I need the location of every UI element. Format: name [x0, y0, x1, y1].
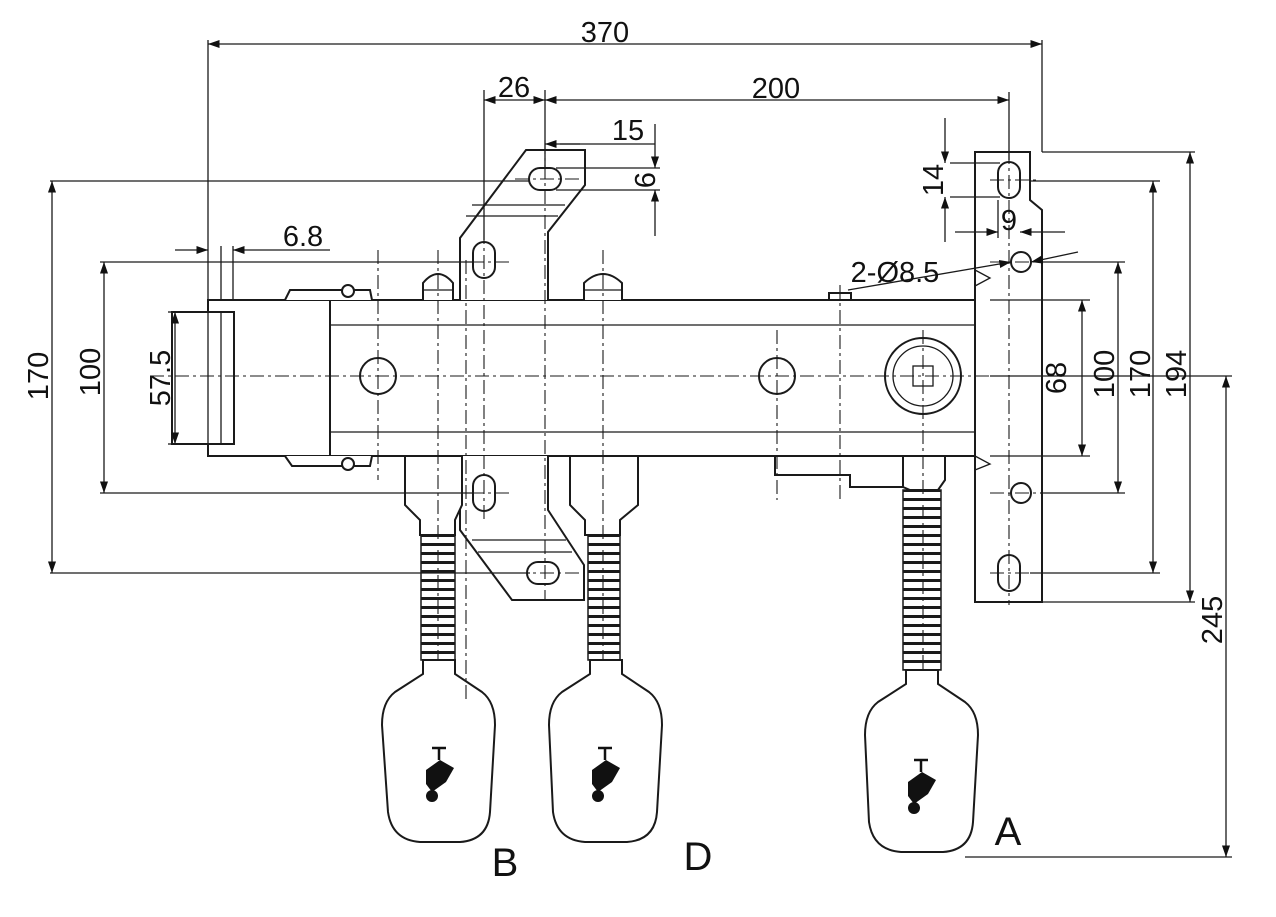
pedal-labels: A B D: [492, 810, 1022, 885]
pedal-d: [547, 455, 664, 843]
label-pedal-a: A: [995, 810, 1022, 854]
dim-right-height-100: 100: [1089, 350, 1121, 398]
dim-mounting-holes: 2-Ø8.5: [851, 257, 940, 289]
center-lines: [150, 140, 1070, 700]
main-beam: [329, 299, 991, 457]
pedal-b: [380, 455, 497, 843]
dim-plate-thickness: 6.8: [283, 221, 323, 253]
label-pedal-b: B: [492, 841, 519, 885]
pedal-a-logo-icon: [908, 758, 936, 814]
dim-left-height-outer: 170: [23, 352, 55, 400]
label-pedal-d: D: [684, 835, 713, 879]
dim-left-box-height: 57.5: [145, 350, 177, 406]
dim-right-height-194: 194: [1161, 350, 1193, 398]
dim-left-height-inner: 100: [75, 348, 107, 396]
pedal-a: [774, 455, 980, 853]
dim-slot-length-right: 14: [918, 164, 950, 196]
extension-lines: [50, 40, 1232, 858]
dim-slot-width-right: 9: [1001, 205, 1017, 237]
left-mounting-bracket: [459, 149, 586, 601]
dim-pedal-drop: 245: [1197, 596, 1229, 644]
dim-right-height-68: 68: [1041, 362, 1073, 394]
pedal-d-logo-icon: [592, 746, 620, 802]
pedal-b-logo-icon: [426, 746, 454, 802]
dim-slot-length: 15: [612, 115, 644, 147]
dimension-lines: [47, 39, 1231, 857]
dim-slot-to-hole-span: 200: [752, 73, 800, 105]
dim-flange-slot-offset: 26: [498, 72, 530, 104]
dim-right-height-170: 170: [1125, 350, 1157, 398]
dim-slot-width-left: 9: [628, 172, 660, 188]
dim-overall-width: 370: [581, 17, 629, 49]
dimension-labels: 370 26 200 15 9 6.8 2-Ø8.5 14 9 170 100 …: [23, 17, 1229, 644]
